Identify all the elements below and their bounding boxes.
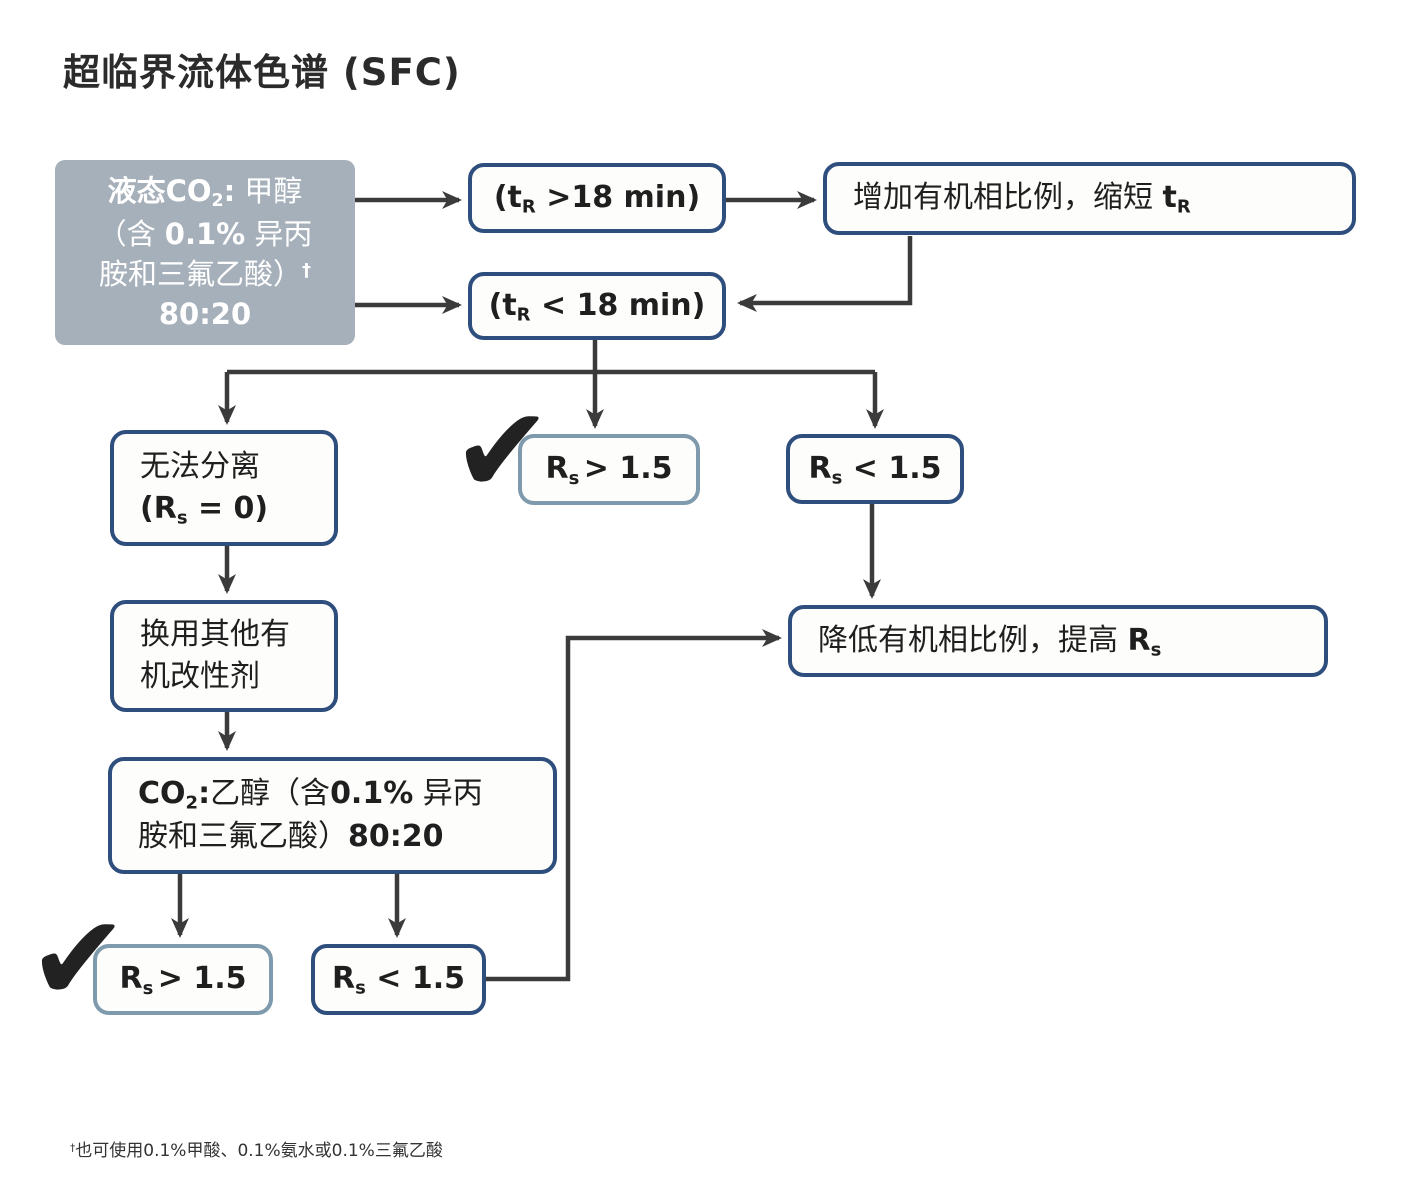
node-tr-gt18: (tR >18 min) (468, 163, 726, 233)
node-decrease-organic: 降低有机相比例，提高 Rs (788, 605, 1328, 677)
node-label-line1: 换用其他有 (140, 617, 290, 652)
node-start-line2: （含 0.1% 异丙 (97, 216, 313, 251)
node-rs-lt-1-5-mid: Rs < 1.5 (786, 434, 964, 504)
node-label: (tR < 18 min) (488, 287, 706, 326)
node-label: 增加有机相比例，缩短 tR (853, 180, 1191, 218)
checkmark-icon: ✔ (452, 382, 553, 521)
node-start-line3: 胺和三氟乙酸）† (99, 256, 311, 291)
node-tr-lt18: (tR < 18 min) (468, 272, 726, 340)
node-label: Rs < 1.5 (808, 450, 942, 489)
checkmark-icon: ✔ (28, 890, 129, 1029)
node-increase-organic: 增加有机相比例，缩短 tR (823, 162, 1356, 235)
node-label: Rs > 1.5 (119, 961, 247, 999)
node-start-line1: 液态CO2: 甲醇 (107, 174, 303, 212)
dagger-mark: † (302, 259, 311, 281)
node-start-line4: 80:20 (158, 296, 252, 331)
node-label-line2: (Rs = 0) (140, 490, 269, 529)
page-title: 超临界流体色谱 (SFC) (63, 51, 461, 94)
footnote: †也可使用0.1%甲酸、0.1%氨水或0.1%三氟乙酸 (70, 1136, 443, 1161)
node-rs-gt-1-5-mid: Rs > 1.5 (518, 434, 700, 505)
node-no-separation: 无法分离 (Rs = 0) (110, 430, 338, 546)
node-change-modifier: 换用其他有 机改性剂 (110, 600, 338, 712)
node-label: 降低有机相比例，提高 Rs (818, 622, 1162, 661)
node-label-line2: 机改性剂 (140, 659, 260, 694)
node-co2-ethanol: CO2:乙醇（含0.1% 异丙 胺和三氟乙酸）80:20 (108, 757, 557, 874)
node-start: 液态CO2: 甲醇 （含 0.1% 异丙 胺和三氟乙酸）† 80:20 (55, 160, 355, 345)
node-label-line2: 胺和三氟乙酸）80:20 (138, 818, 444, 854)
connector-rslt15bot-to-decrease (486, 629, 782, 982)
node-label: (tR >18 min) (493, 179, 701, 218)
node-label-line1: CO2:乙醇（含0.1% 异丙 (138, 776, 483, 814)
node-label: Rs > 1.5 (545, 451, 673, 489)
connector-increase-to-trlt18 (737, 236, 913, 312)
dagger-mark: † (70, 1142, 76, 1155)
footnote-text: 也可使用0.1%甲酸、0.1%氨水或0.1%三氟乙酸 (75, 1141, 443, 1161)
node-rs-lt-1-5-bottom: Rs < 1.5 (311, 944, 486, 1015)
node-label: Rs < 1.5 (332, 961, 465, 999)
node-rs-gt-1-5-bottom: Rs > 1.5 (93, 944, 273, 1015)
node-label-line1: 无法分离 (140, 448, 260, 484)
